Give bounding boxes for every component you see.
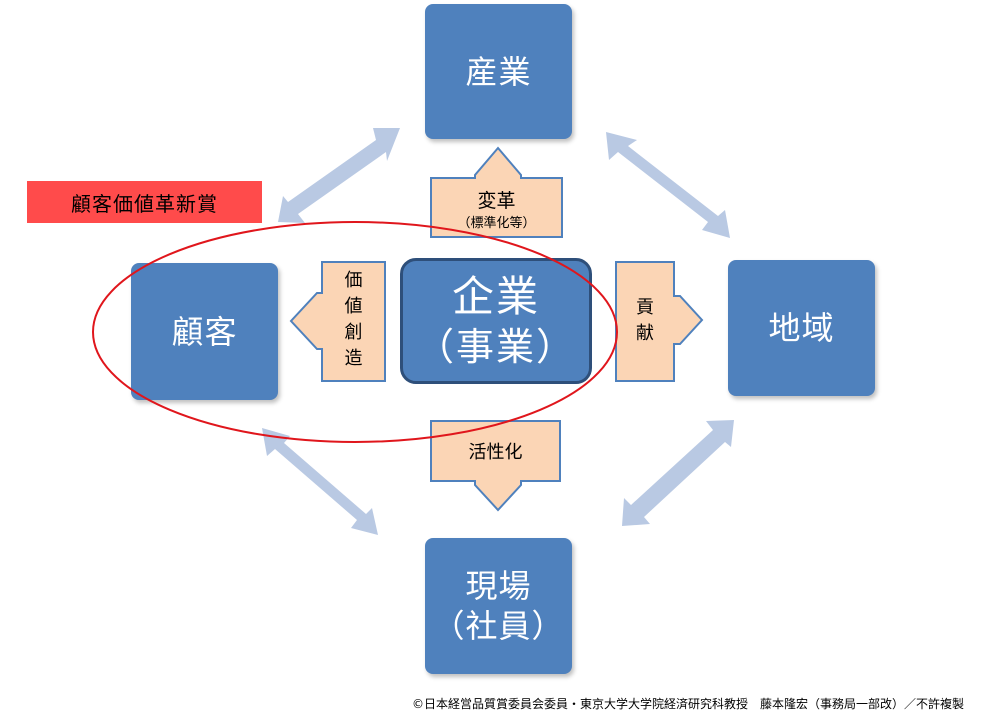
arrow-down-activation [430, 420, 561, 512]
node-customer: 顧客 [131, 263, 278, 400]
node-workplace: 現場 （社員） [425, 538, 572, 674]
label-value-creation: 価 値 創 造 [344, 270, 363, 369]
node-workplace-line2: （社員） [432, 607, 565, 645]
label-transform: 変革 [477, 190, 516, 212]
diag-arrow-industry-customer [278, 128, 400, 223]
award-badge: 顧客価値革新賞 [27, 181, 262, 223]
copyright-footer: ©日本経営品質賞委員会委員・東京大学大学院経済研究科教授 藤本隆宏（事務局一部改… [412, 697, 965, 711]
label-activation: 活性化 [468, 442, 523, 463]
node-enterprise-line1: 企業 [451, 272, 540, 321]
node-industry: 産業 [425, 4, 572, 139]
node-enterprise: 企業 （事業） [400, 258, 592, 384]
diag-arrow-customer-workplace [262, 428, 378, 535]
arrow-right-contribution [615, 261, 704, 382]
node-workplace-line1: 現場 [465, 567, 532, 605]
node-region: 地域 [728, 260, 875, 396]
diag-arrow-industry-region [606, 132, 730, 238]
label-transform-sub: （標準化等） [457, 216, 536, 231]
diag-arrow-region-workplace [622, 420, 734, 526]
label-contribution: 貢 献 [636, 297, 654, 344]
node-enterprise-line2: （事業） [415, 324, 576, 369]
